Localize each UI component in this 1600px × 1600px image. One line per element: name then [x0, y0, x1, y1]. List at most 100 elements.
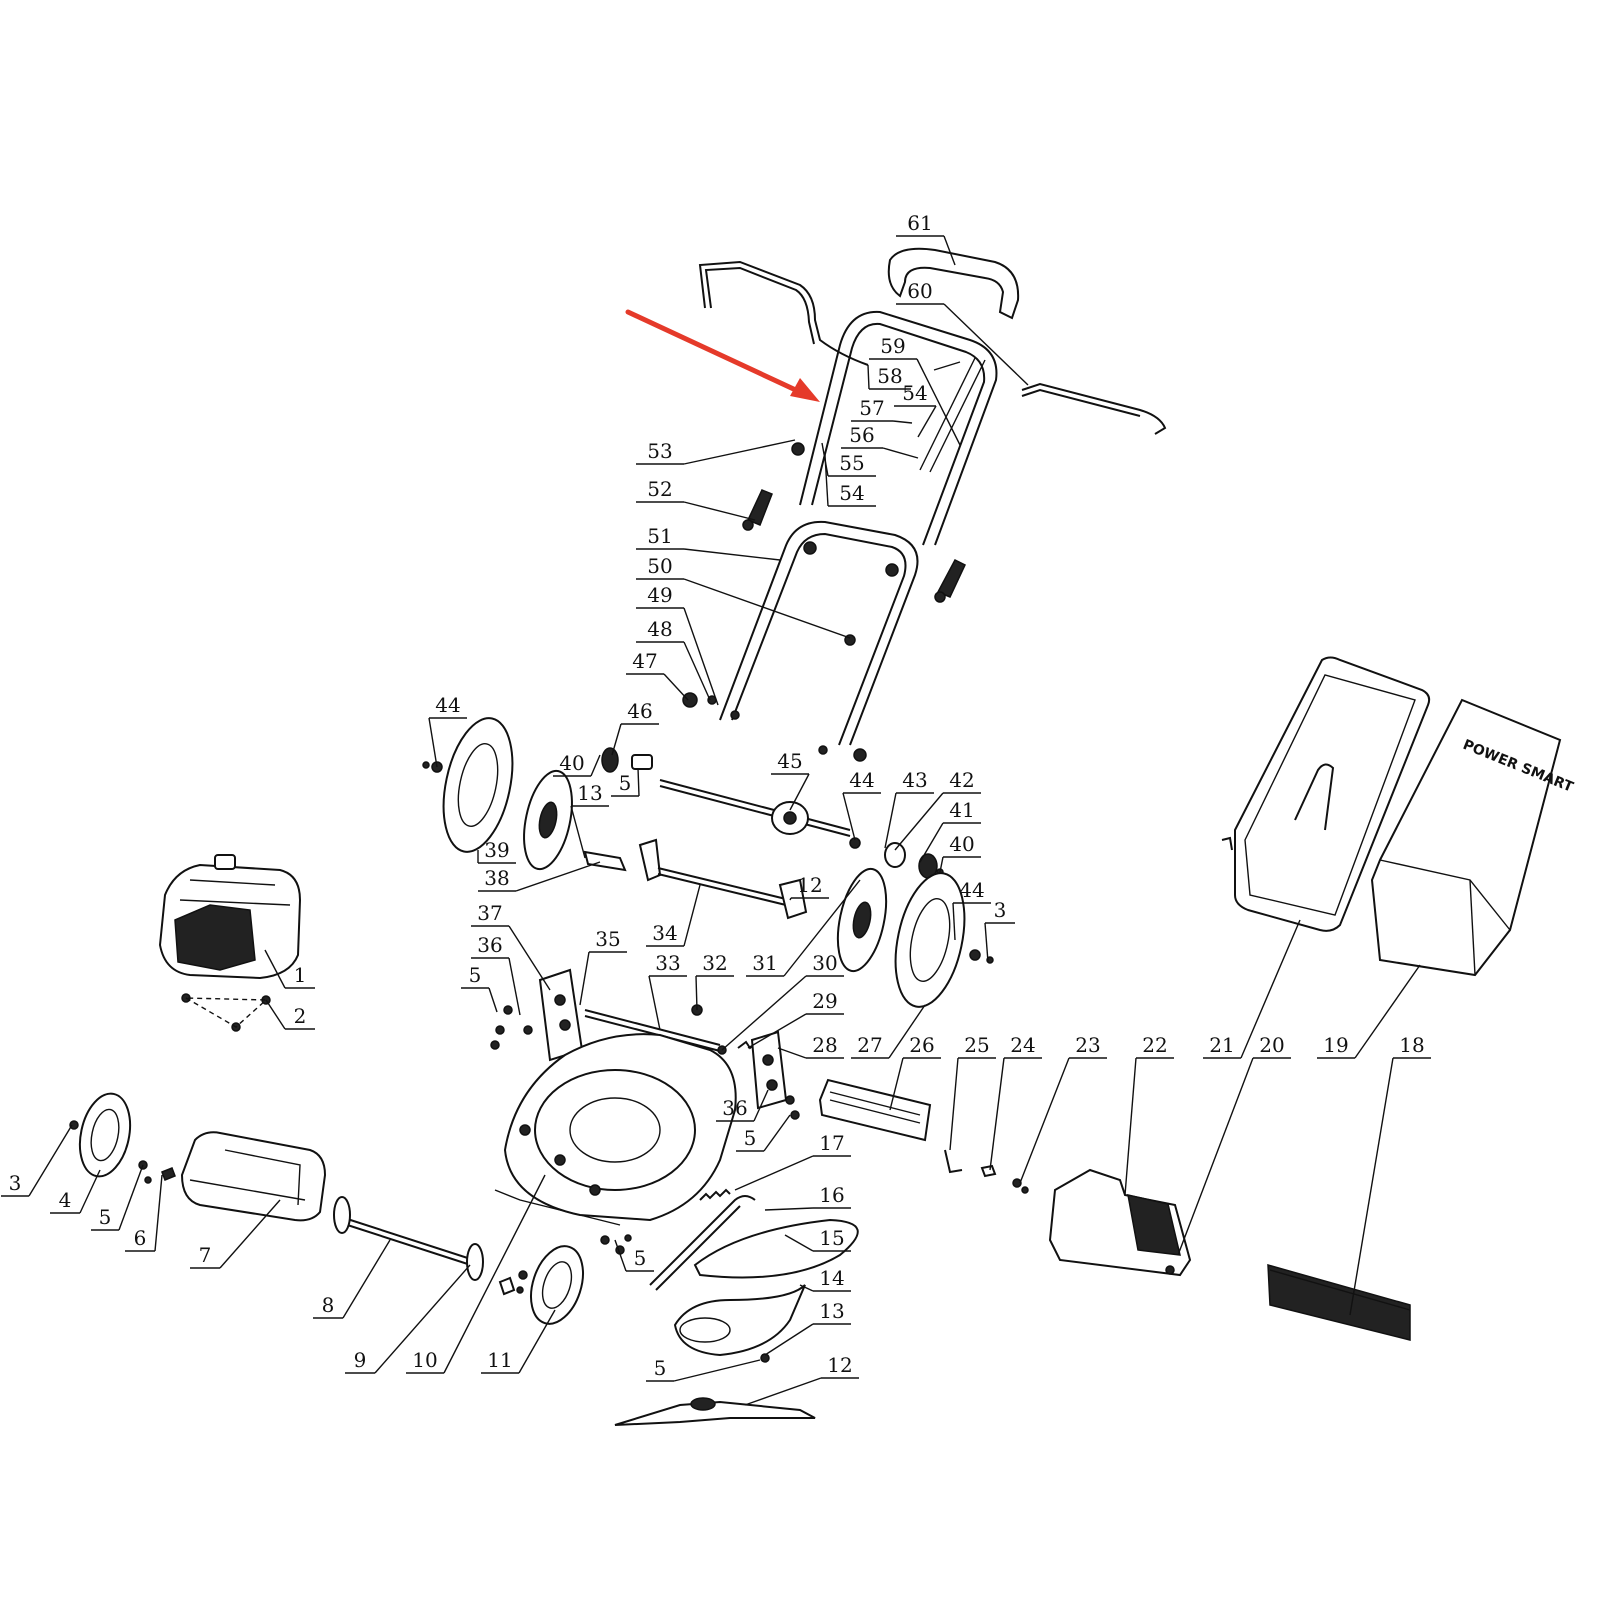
callout-number: 51	[647, 524, 672, 548]
callout-number: 7	[199, 1243, 212, 1267]
callout-number: 20	[1259, 1033, 1284, 1057]
callout-5a: 5	[611, 767, 640, 797]
callout-leader-line	[508, 957, 521, 1016]
callout-number: 54	[839, 481, 864, 505]
callout-number: 39	[484, 838, 509, 862]
callout-leader-line	[734, 1155, 814, 1191]
callout-leader-line	[374, 1264, 471, 1374]
callout-leader-line	[265, 999, 286, 1030]
front-right-wheel-part	[516, 1234, 632, 1325]
callout-44b: 44	[842, 768, 881, 841]
callout-number: 13	[577, 781, 602, 805]
callout-leader-line	[695, 975, 698, 1011]
callout-leader-line	[611, 723, 622, 756]
callout-leader-line	[1349, 1057, 1394, 1316]
callout-leader-line	[989, 1057, 1005, 1171]
left-height-bracket-part	[490, 968, 584, 1062]
callout-6: 6	[125, 1174, 163, 1252]
callout-30: 30	[721, 951, 844, 1051]
callout-39: 39	[477, 838, 516, 864]
callout-number: 37	[477, 901, 502, 925]
callout-number: 49	[647, 583, 672, 607]
callout-leader-line	[579, 951, 590, 1006]
callout-leader-line	[943, 303, 1029, 386]
callout-leader-line	[264, 949, 286, 989]
callout-number: 47	[632, 649, 657, 673]
callout-leader-line	[889, 1057, 904, 1111]
callout-17: 17	[734, 1131, 851, 1191]
callout-27: 27	[851, 1004, 926, 1059]
callout-12b: 12	[744, 1353, 859, 1406]
callout-leader-line	[683, 501, 756, 521]
callout-number: 31	[752, 951, 777, 975]
callout-leader-line	[219, 1199, 281, 1269]
callout-34: 34	[646, 884, 701, 947]
callout-14: 14	[799, 1266, 851, 1292]
callout-61: 61	[896, 211, 956, 266]
callout-leader-line	[952, 902, 956, 941]
callout-number: 10	[412, 1348, 437, 1372]
mulch-hardware-part	[944, 1149, 1029, 1194]
callout-3b: 3	[1, 1124, 73, 1197]
callout-labels: 6160595854575655545352515049484746444054…	[1, 211, 1431, 1406]
front-axle-assembly-part	[333, 1196, 516, 1296]
callout-leader-line	[1354, 964, 1421, 1059]
callout-leader-line	[789, 897, 792, 901]
callout-number: 9	[354, 1348, 367, 1372]
cutting-blade-part	[614, 1353, 816, 1426]
callout-5b: 5	[461, 963, 498, 1013]
callout-number: 42	[949, 768, 974, 792]
callout-leader-line	[753, 1089, 769, 1122]
callout-35: 35	[579, 927, 627, 1006]
callout-32: 32	[695, 951, 734, 1011]
callout-leader-line	[637, 767, 640, 797]
drive-components-part	[649, 1188, 859, 1357]
callout-number: 2	[294, 1004, 307, 1028]
callout-number: 36	[477, 933, 502, 957]
callout-number: 55	[839, 451, 864, 475]
callout-41: 41	[919, 798, 981, 863]
callout-leader-line	[777, 1047, 807, 1059]
callout-leader-line	[721, 975, 807, 1051]
callout-leader-line	[744, 1377, 822, 1406]
callout-number: 32	[702, 951, 727, 975]
callout-54b: 54	[824, 454, 876, 507]
callout-leader-line	[648, 975, 661, 1031]
callout-leader-line	[747, 1013, 807, 1049]
callout-46: 46	[611, 699, 659, 756]
callout-5f: 5	[91, 1164, 144, 1231]
right-rear-wheel-part	[836, 867, 994, 1008]
callout-26: 26	[889, 1033, 941, 1111]
callout-36b: 36	[716, 1089, 769, 1122]
callout-leader-line	[783, 879, 861, 977]
callout-36a: 36	[471, 933, 521, 1016]
callout-number: 36	[722, 1096, 747, 1120]
callout-number: 5	[744, 1126, 757, 1150]
callout-number: 40	[949, 832, 974, 856]
callout-13a: 13	[570, 781, 609, 859]
callout-number: 58	[877, 364, 902, 388]
callout-12a: 12	[789, 873, 829, 901]
callout-leader-line	[79, 1169, 101, 1214]
callout-38: 38	[478, 861, 601, 892]
callout-number: 59	[880, 334, 905, 358]
callout-leader-line	[118, 1164, 144, 1231]
callout-54a: 54	[894, 381, 937, 438]
callout-60: 60	[896, 279, 1029, 386]
callout-number: 8	[322, 1293, 335, 1317]
callout-number: 4	[59, 1188, 72, 1212]
callout-leader-line	[1177, 1057, 1254, 1256]
callout-18: 18	[1349, 1033, 1431, 1316]
callout-leader-line	[28, 1124, 73, 1197]
callout-33: 33	[648, 951, 687, 1031]
callout-leader-line	[1019, 1057, 1070, 1184]
callout-10: 10	[406, 1174, 546, 1374]
callout-21: 21	[1203, 919, 1301, 1059]
grass-bag-part: POWER SMART	[1370, 698, 1576, 977]
callout-48: 48	[636, 617, 711, 701]
callout-number: 6	[134, 1226, 147, 1250]
callout-leader-line	[1240, 919, 1301, 1059]
callout-leader-line	[943, 235, 956, 266]
callout-number: 43	[902, 768, 927, 792]
